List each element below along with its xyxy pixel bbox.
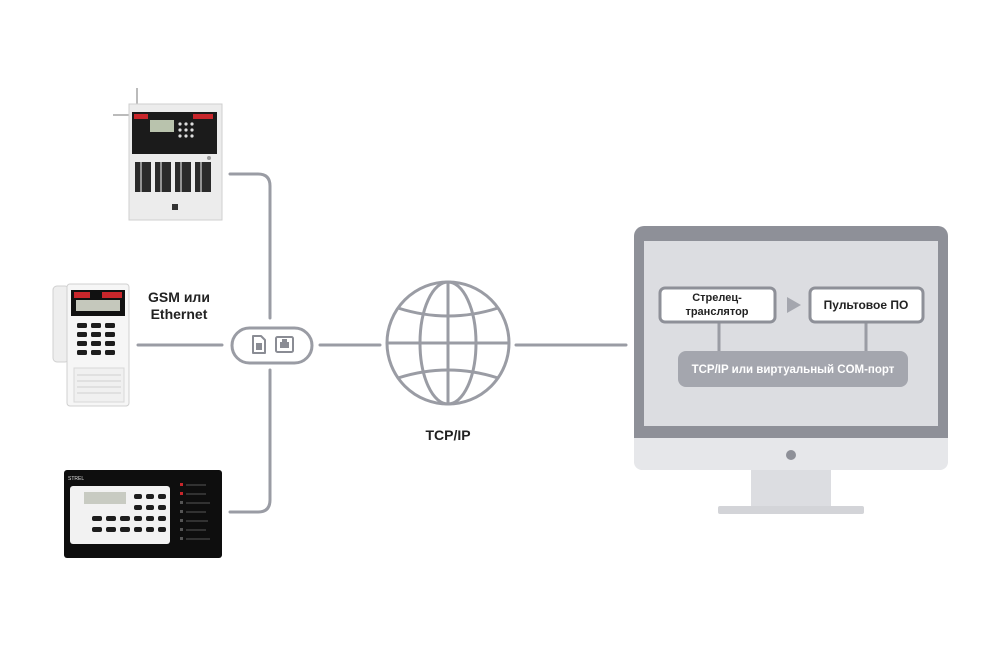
sim-card-icon [252,335,266,354]
power-indicator [786,450,796,460]
connection-label: TCP/IP или виртуальный COM-порт [692,364,895,376]
communicator-hub [230,326,314,365]
translator-label-line1: Стрелец- [692,292,742,304]
translator-label-line2: транслятор [685,306,748,318]
console-software-box: Пультовое ПО [808,286,925,324]
globe-icon [385,280,511,406]
ethernet-port-icon [275,336,294,353]
connection-pill: TCP/IP или виртуальный COM-порт [678,351,908,387]
monitor-stand-neck [751,470,831,506]
play-arrow-icon [787,297,801,313]
line-top-device [228,172,272,320]
wall-keypad-device [52,283,130,407]
line-bottom-device [228,368,272,514]
network-label: TCP/IP [425,427,470,443]
link-type-label-line2: Ethernet [151,306,208,322]
desktop-keypad-device: STREL [64,470,222,558]
monitor-stand-base [718,506,864,514]
link-type-label-line1: GSM или [148,289,210,305]
fire-panel-device [113,88,223,221]
translator-box: Стрелец- транслятор [658,286,777,324]
connector-lines [136,172,628,514]
console-software-label: Пультовое ПО [824,298,909,312]
monitor-screen [644,241,938,426]
device-brand-label: STREL [68,476,84,482]
